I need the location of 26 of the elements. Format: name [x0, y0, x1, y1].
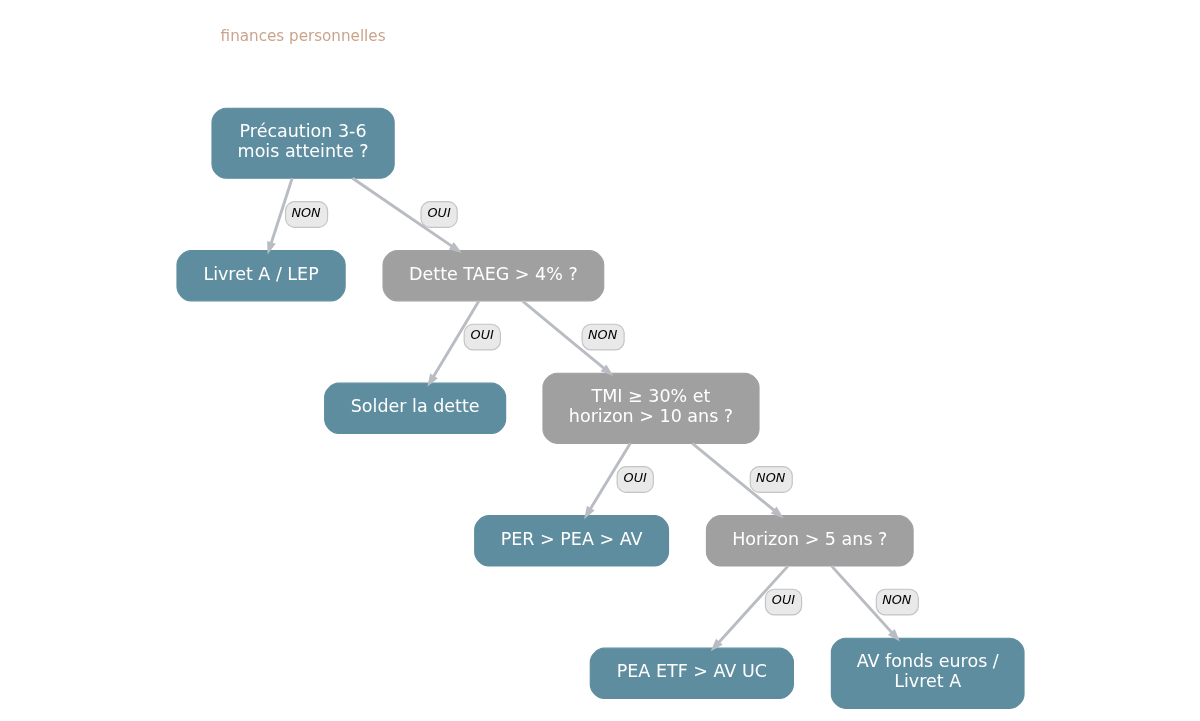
edge-label: OUI [426, 204, 451, 220]
edge-label: NON [881, 591, 911, 607]
node-box: PEA ETF > AV UC [589, 647, 794, 699]
arrow [710, 564, 789, 651]
node-box: Livret A / LEP [175, 249, 346, 301]
edge-label: OUI [623, 469, 647, 485]
node-box: Précaution 3-6 mois atteinte ? [210, 107, 395, 179]
arrow [266, 177, 294, 255]
node-box: PER > PEA > AV [473, 514, 669, 566]
node-box: Solder la dette [323, 382, 506, 434]
arrow [690, 441, 784, 518]
edge-label: NON [290, 204, 321, 220]
node-box: TMI ≥ 30% et horizon > 10 ans ? [541, 372, 760, 444]
node-box: Dette TAEG > 4% ? [381, 249, 604, 301]
node-box: Horizon > 5 ans ? [705, 514, 914, 566]
edge-label: NON [587, 326, 617, 342]
edge-label: OUI [771, 591, 795, 607]
node-box: AV fonds euros / Livret A [830, 637, 1025, 709]
arrow [521, 299, 613, 376]
arrow [583, 442, 632, 519]
label: finances personnelles [220, 26, 386, 45]
arrow [830, 564, 900, 642]
arrow [351, 176, 462, 253]
edge-label: OUI [470, 326, 494, 342]
arrow [426, 299, 480, 387]
edge-label: NON [755, 469, 785, 485]
